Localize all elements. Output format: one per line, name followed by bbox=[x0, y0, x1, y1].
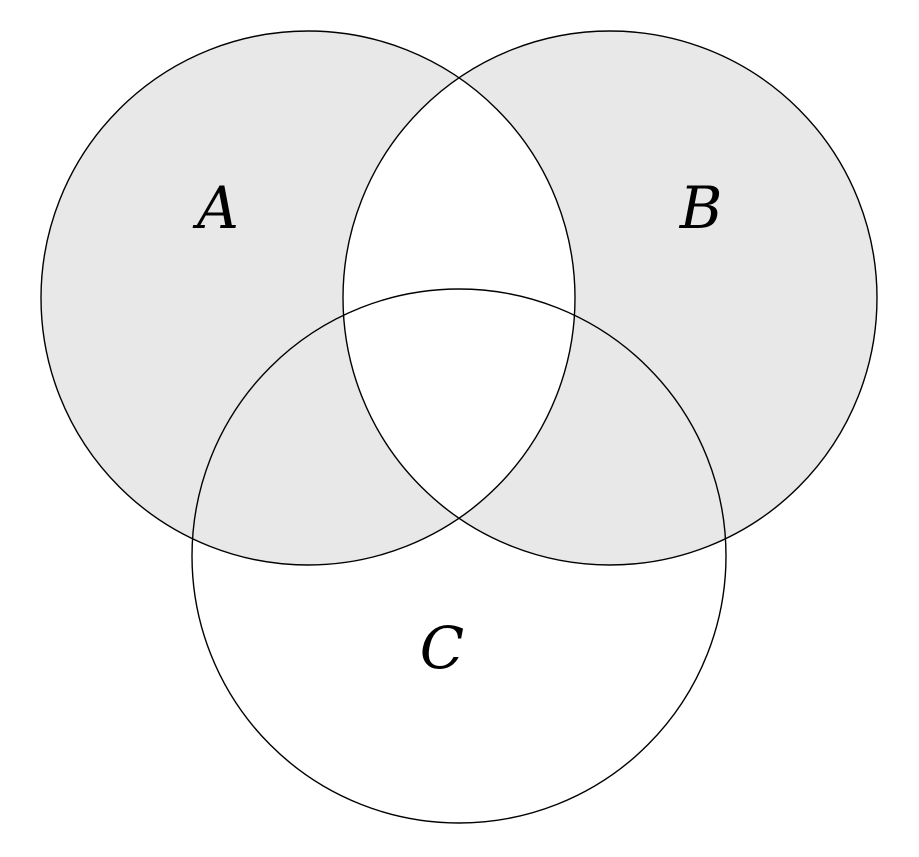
shaded-region-a-symdiff-b bbox=[41, 30, 878, 566]
circle-a-outline bbox=[40, 30, 576, 566]
circle-c-outline bbox=[191, 288, 727, 824]
circle-b-outline bbox=[342, 30, 878, 566]
set-label-b: B bbox=[679, 174, 723, 242]
set-label-a: A bbox=[192, 174, 239, 242]
set-label-c: C bbox=[420, 614, 464, 682]
